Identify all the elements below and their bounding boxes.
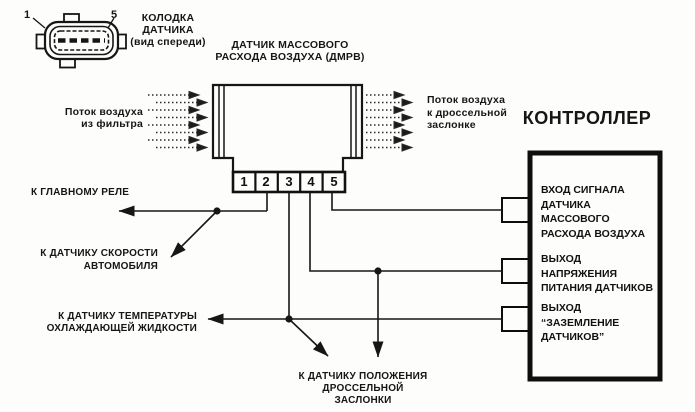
dest-throttle-position-label: К ДАТЧИКУ ПОЛОЖЕНИЯ ДРОССЕЛЬНОЙ ЗАСЛОНКИ (298, 371, 428, 406)
connector-pin1-label: 1 (24, 9, 31, 21)
controller-terminal-2 (501, 258, 531, 284)
sensor-pin-1: 1 (240, 174, 248, 189)
controller-port-sensor-ground-output: ВЫХОД “ЗАЗЕМЛЕНИЕ ДАТЧИКОВ” (541, 302, 620, 343)
wire-pin5-to-signal-input (331, 192, 502, 211)
maf-sensor-body (211, 83, 364, 174)
sensor-pin-3: 3 (285, 174, 293, 189)
wire-pin4-to-supply-output (309, 192, 502, 272)
airflow-in-label: Поток воздуха из фильтра (64, 106, 143, 130)
wire-junction-dots (213, 207, 382, 323)
controller-title: КОНТРОЛЛЕР (522, 108, 652, 128)
wire-to-speed-sensor (170, 210, 218, 258)
sensor-pin-2: 2 (262, 174, 270, 189)
wire-to-throttle-sensor-b (288, 318, 329, 357)
sensor-title: ДАТЧИК МАССОВОГО РАСХОДА ВОЗДУХА (ДМРВ) (215, 39, 365, 63)
wires (118, 192, 502, 358)
sensor-pin-4: 4 (307, 174, 315, 189)
connector-title: КОЛОДКА ДАТЧИКА (вид спереди) (130, 12, 206, 48)
dest-main-relay-label: К ГЛАВНОМУ РЕЛЕ (31, 187, 130, 198)
sensor-pin-block (231, 170, 347, 194)
sensor-pin-5: 5 (330, 174, 338, 189)
connector-pin5-label: 5 (111, 9, 118, 21)
controller-terminal-3 (501, 306, 531, 332)
connector-front-view-icon (32, 13, 127, 69)
controller-port-maf-signal-input: ВХОД СИГНАЛА ДАТЧИКА МАССОВОГО РАСХОДА В… (541, 184, 646, 240)
controller-box (501, 150, 663, 382)
airflow-out-label: Поток воздуха к дроссельной заслонке (427, 94, 507, 131)
controller-port-supply-voltage-output: ВЫХОД НАПРЯЖЕНИЯ ПИТАНИЯ ДАТЧИКОВ (541, 253, 654, 294)
dest-speed-sensor-label: К ДАТЧИКУ СКОРОСТИ АВТОМОБИЛЯ (40, 248, 158, 272)
airflow-out-arrows (366, 90, 414, 152)
dest-coolant-temp-label: К ДАТЧИКУ ТЕМПЕРАТУРЫ ОХЛАЖДАЮЩЕЙ ЖИДКОС… (46, 311, 197, 334)
airflow-in-arrows (148, 90, 209, 152)
controller-terminal-1 (501, 197, 531, 223)
